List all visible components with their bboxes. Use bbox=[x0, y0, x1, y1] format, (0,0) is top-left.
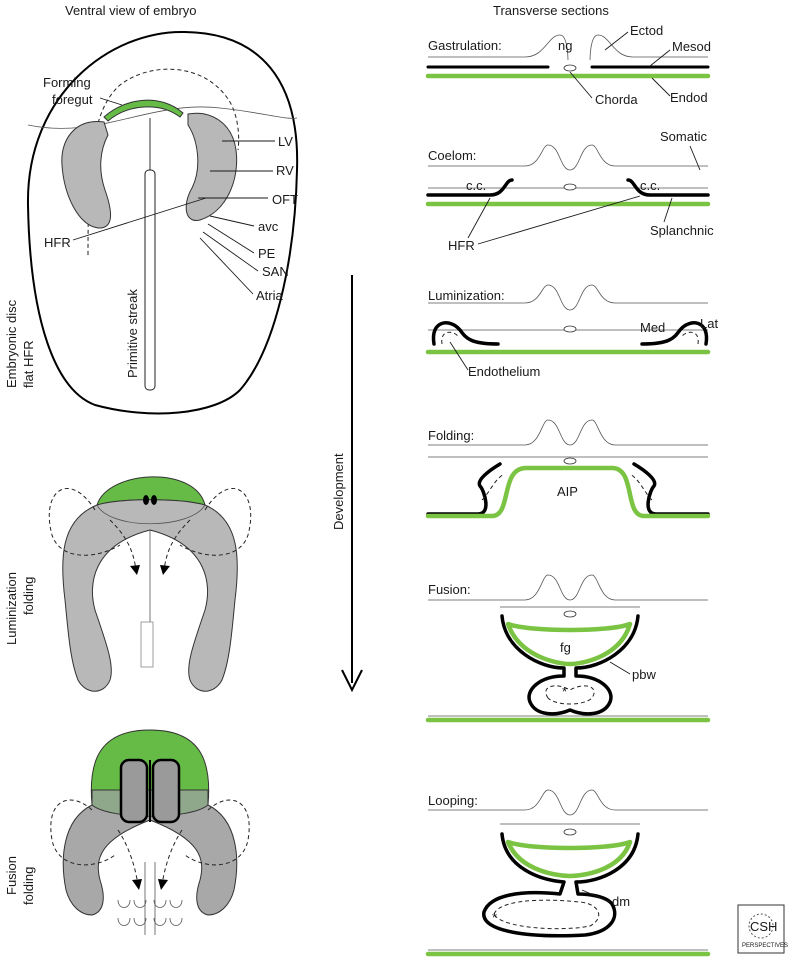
fusion-star: * bbox=[562, 684, 567, 699]
header-left: Ventral view of embryo bbox=[65, 3, 197, 18]
primitive-streak bbox=[144, 169, 156, 391]
heart-field-right bbox=[185, 112, 238, 221]
gastrulation-ng: ng bbox=[558, 38, 572, 53]
label-atria: Atria bbox=[256, 288, 284, 303]
luminization-lat: Lat bbox=[700, 316, 718, 331]
fused-tube-right bbox=[151, 758, 181, 824]
side-label-fusion-2: folding bbox=[21, 867, 36, 905]
coelom-hfr: HFR bbox=[448, 238, 475, 253]
side-label-lum-2: folding bbox=[21, 577, 36, 615]
heart-field-left bbox=[61, 121, 111, 229]
label-san: SAN bbox=[262, 264, 289, 279]
coelom-somatic: Somatic bbox=[660, 129, 707, 144]
gastrulation-mesod: Mesod bbox=[672, 39, 711, 54]
folding-title: Folding: bbox=[428, 428, 474, 443]
csh-logo: CSH PERSPECTIVES bbox=[737, 904, 788, 954]
gastrulation-title: Gastrulation: bbox=[428, 38, 502, 53]
label-hfr: HFR bbox=[44, 235, 71, 250]
label-foregut: foregut bbox=[52, 92, 93, 107]
logo-text-csh: CSH bbox=[750, 919, 777, 934]
embryonic-disc-panel: Primitive streak Forming foregut LV RV O… bbox=[26, 30, 299, 415]
luminization-title: Luminization: bbox=[428, 288, 505, 303]
coelom-cc-left: c.c. bbox=[466, 178, 486, 193]
looping-star: * bbox=[492, 910, 497, 925]
fused-tube-left bbox=[119, 758, 149, 824]
section-looping: Looping: * dm bbox=[425, 789, 711, 957]
luminization-panel bbox=[48, 476, 252, 692]
label-forming: Forming bbox=[43, 75, 91, 90]
looping-dm: dm bbox=[612, 894, 630, 909]
label-oft: OFT bbox=[272, 192, 298, 207]
fusion-panel bbox=[50, 729, 250, 935]
looping-title: Looping: bbox=[428, 793, 478, 808]
development-arrow: Development bbox=[331, 275, 363, 693]
fusion-fg: fg bbox=[560, 640, 571, 655]
folding-aip: AIP bbox=[557, 484, 578, 499]
section-luminization: Luminization: Med Lat Endothelium bbox=[425, 284, 718, 379]
luminization-endothelium: Endothelium bbox=[468, 364, 540, 379]
label-lv: LV bbox=[278, 134, 293, 149]
gastrulation-chorda: Chorda bbox=[595, 92, 638, 107]
luminization-med: Med bbox=[640, 320, 665, 335]
label-pe: PE bbox=[258, 246, 276, 261]
fusion-pbw: pbw bbox=[632, 667, 656, 682]
embryo-outline bbox=[26, 30, 299, 415]
gastrulation-endod: Endod bbox=[670, 90, 708, 105]
coelom-cc-right: c.c. bbox=[640, 178, 660, 193]
logo-text-perspectives: PERSPECTIVES bbox=[742, 943, 788, 949]
header-right: Transverse sections bbox=[493, 3, 609, 18]
section-fusion: Fusion: * fg pbw bbox=[425, 574, 711, 723]
side-label-fusion-1: Fusion bbox=[4, 856, 19, 895]
fusion-title: Fusion: bbox=[428, 582, 471, 597]
forming-foregut bbox=[103, 99, 184, 122]
gastrulation-ectod: Ectod bbox=[630, 23, 663, 38]
side-label-disc-1: Embryonic disc bbox=[4, 299, 19, 388]
section-coelom: Coelom: c.c. c.c. Somatic HFR Splanchnic bbox=[425, 129, 714, 253]
development-label: Development bbox=[331, 453, 346, 530]
coelom-splanchnic: Splanchnic bbox=[650, 223, 714, 238]
side-label-disc-2: flat HFR bbox=[21, 340, 36, 388]
coelom-title: Coelom: bbox=[428, 148, 476, 163]
primitive-streak-label: Primitive streak bbox=[125, 289, 140, 378]
label-rv: RV bbox=[276, 163, 294, 178]
luminization-horseshoe bbox=[62, 499, 238, 692]
label-avc: avc bbox=[258, 219, 279, 234]
side-label-lum-1: Luminization bbox=[4, 572, 19, 645]
section-gastrulation: Gastrulation: ng Ectod Mesod Chorda Endo… bbox=[425, 23, 711, 107]
section-folding: Folding: AIP bbox=[425, 419, 711, 519]
